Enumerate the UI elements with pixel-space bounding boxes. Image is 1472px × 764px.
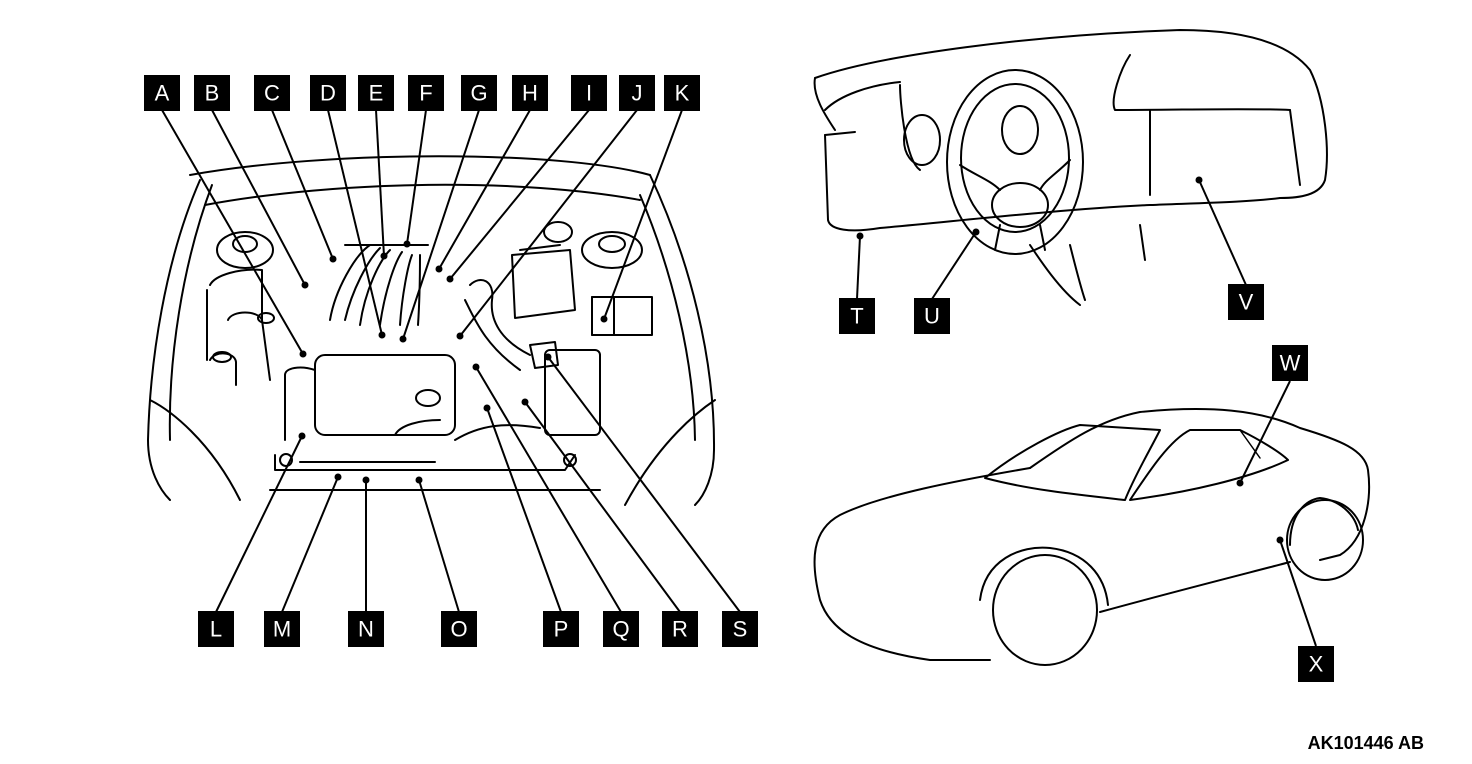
label-T: T [839,298,875,334]
label-X-text: X [1309,652,1324,677]
label-W-text: W [1280,351,1301,376]
label-X: X [1298,646,1334,682]
label-G-text: G [470,81,487,106]
label-F: F [408,75,444,111]
label-V-text: V [1239,290,1254,315]
figure-id: AK101446 AB [1307,733,1424,753]
label-P-text: P [554,617,569,642]
label-U-text: U [924,304,940,329]
label-L: L [198,611,234,647]
label-O-text: O [450,617,467,642]
label-O: O [441,611,477,647]
label-K: K [664,75,700,111]
car-side-illustration [813,407,1371,666]
label-Q: Q [603,611,639,647]
label-S-text: S [733,617,748,642]
label-S: S [722,611,758,647]
label-G: G [461,75,497,111]
label-M-text: M [273,617,291,642]
label-B: B [194,75,230,111]
label-V: V [1228,284,1264,320]
label-I-text: I [586,81,592,106]
label-R-text: R [672,617,688,642]
label-L-text: L [210,617,222,642]
label-E: E [358,75,394,111]
label-J-text: J [632,81,643,106]
label-M: M [264,611,300,647]
label-K-text: K [675,81,690,106]
label-A: A [144,75,180,111]
label-D: D [310,75,346,111]
engine-bay-illustration [147,155,716,506]
label-H-text: H [522,81,538,106]
anchor-dots [298,176,1284,544]
dashboard-illustration [813,29,1328,306]
label-N-text: N [358,617,374,642]
label-P: P [543,611,579,647]
label-U: U [914,298,950,334]
label-F-text: F [419,81,432,106]
label-T-text: T [850,304,863,329]
label-W: W [1272,345,1308,381]
label-E-text: E [369,81,384,106]
leader-lines [161,109,1317,647]
label-H: H [512,75,548,111]
label-N: N [348,611,384,647]
label-J: J [619,75,655,111]
label-C-text: C [264,81,280,106]
label-R: R [662,611,698,647]
label-Q-text: Q [612,617,629,642]
label-A-text: A [155,81,170,106]
label-I: I [571,75,607,111]
label-D-text: D [320,81,336,106]
label-C: C [254,75,290,111]
label-B-text: B [205,81,220,106]
